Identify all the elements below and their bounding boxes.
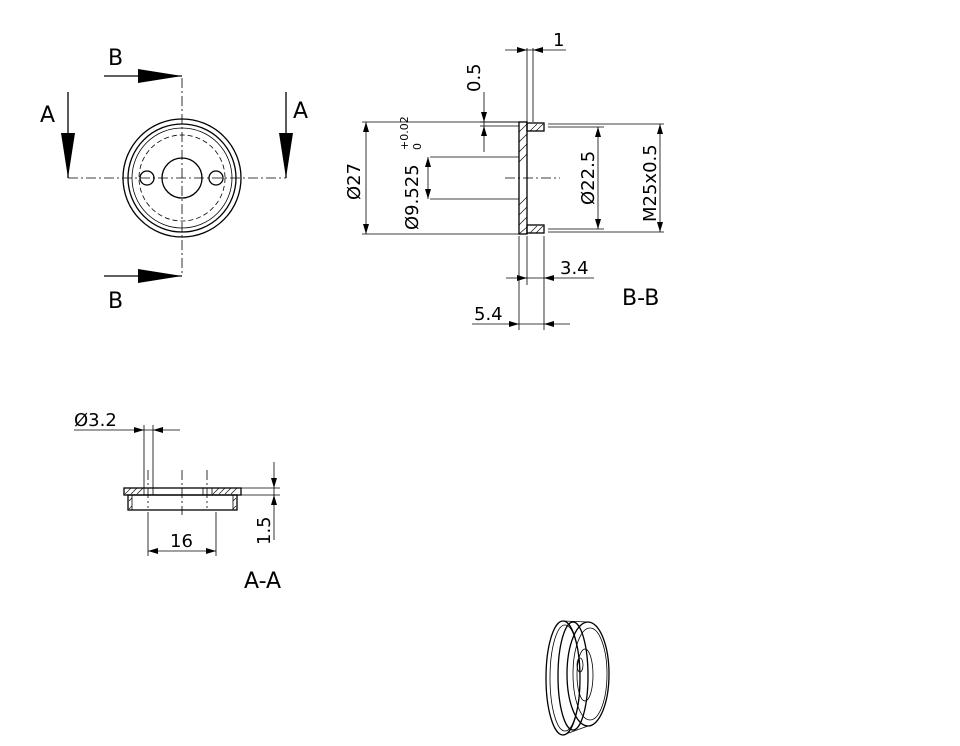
section-aa-view: Ø3.2 16 1.5 A-A bbox=[74, 410, 281, 594]
section-a-label-right: A bbox=[293, 99, 308, 124]
section-bb-view: Ø27 Ø9.525 +0.02 0 Ø22.5 M25x0.5 1 0.5 3… bbox=[344, 30, 664, 330]
flange-circle bbox=[127, 123, 237, 233]
front-view: B B A A bbox=[40, 46, 308, 314]
dim-inner-diameter: Ø22.5 bbox=[578, 151, 599, 205]
aa-hub bbox=[127, 494, 238, 511]
hole-pitch-circle bbox=[138, 134, 226, 222]
hub-top bbox=[526, 122, 545, 132]
aa-hatching bbox=[124, 487, 238, 510]
section-bb-title: B-B bbox=[622, 286, 659, 311]
dim-width-short: 3.4 bbox=[560, 258, 589, 279]
dim-flange-thickness: 1.5 bbox=[254, 516, 275, 545]
bore-circle bbox=[161, 157, 203, 199]
arrowhead bbox=[61, 133, 75, 178]
dim-bore-tol-upper: +0.02 bbox=[398, 116, 411, 150]
arrowhead bbox=[138, 269, 182, 283]
arrowhead bbox=[279, 133, 293, 178]
section-hatching bbox=[518, 123, 544, 235]
hub-bottom bbox=[526, 224, 545, 234]
mounting-hole-left bbox=[139, 170, 155, 186]
dim-width-total: 5.4 bbox=[474, 304, 503, 325]
mounting-hole-right bbox=[208, 170, 224, 186]
section-b-label-top: B bbox=[108, 46, 123, 71]
arrowhead bbox=[138, 69, 182, 83]
dim-bore-diameter: Ø9.525 bbox=[402, 164, 423, 230]
dim-hole-spacing: 16 bbox=[170, 531, 193, 552]
outer-circle bbox=[122, 118, 242, 238]
isometric-view bbox=[545, 620, 610, 736]
dim-thread: M25x0.5 bbox=[640, 144, 661, 222]
thread-circle bbox=[131, 127, 233, 229]
iso-groove bbox=[557, 621, 589, 731]
section-b-label-bottom: B bbox=[108, 289, 123, 314]
iso-bore bbox=[576, 648, 594, 702]
dim-thickness-top: 1 bbox=[553, 30, 564, 51]
section-aa-title: A-A bbox=[244, 569, 281, 594]
dim-bore-tol-lower: 0 bbox=[411, 143, 424, 150]
dim-flange-step: 0.5 bbox=[464, 63, 485, 92]
dim-outer-diameter: Ø27 bbox=[344, 163, 365, 200]
section-a-label-left: A bbox=[40, 103, 55, 128]
iso-hole bbox=[576, 657, 584, 673]
dim-hole-diameter: Ø3.2 bbox=[74, 410, 117, 431]
